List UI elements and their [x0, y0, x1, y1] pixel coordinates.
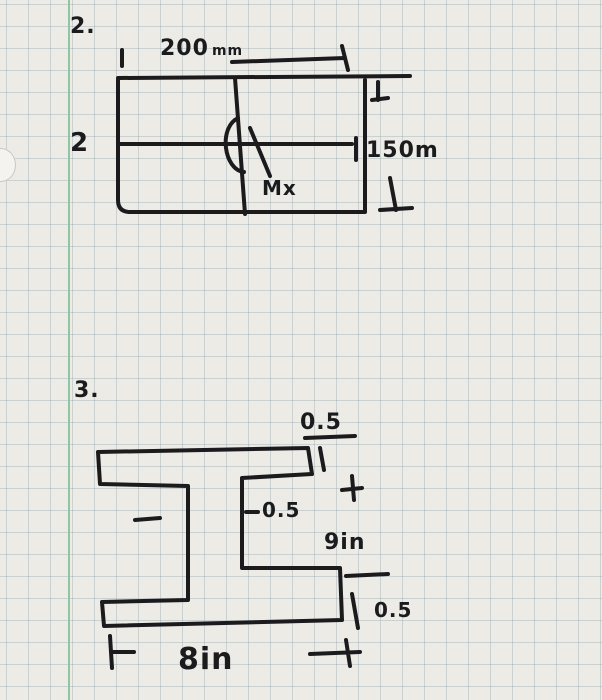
width-dim-line — [230, 56, 347, 64]
flange-dim-tick — [318, 446, 326, 472]
margin-line — [68, 0, 70, 700]
problem3-web-label: 0.5 — [262, 498, 301, 522]
rect-section-outline — [116, 78, 367, 214]
problem2-number: 2. — [70, 14, 96, 39]
web-hatch-mark — [133, 516, 162, 522]
ibeam-outline — [96, 446, 344, 628]
problem2-sketch — [116, 44, 414, 216]
problem2-left-mark: 2 — [70, 128, 90, 158]
problem3-sketch — [96, 434, 390, 670]
width-unit: mm — [211, 43, 244, 59]
width-value: 200 — [160, 36, 209, 61]
height-dim-bottom — [344, 572, 390, 578]
bottom-flange-dim — [350, 592, 360, 630]
moment-arrow — [223, 116, 246, 174]
problem2-height-label: 150m — [366, 138, 439, 163]
problem3-width-label: 8in — [178, 642, 234, 677]
height-dim-top — [370, 80, 390, 102]
height-dim-bottom — [378, 176, 414, 212]
top-line — [116, 74, 412, 80]
binder-hole — [0, 148, 16, 182]
top-dim-line — [303, 434, 357, 440]
problem3-flange-top-label: 0.5 — [300, 410, 342, 435]
problem2-moment-label: Mx — [262, 176, 297, 200]
problem3-height-label: 9in — [324, 530, 366, 555]
width-dim-right-tick — [340, 44, 350, 72]
problem3-flange-bottom-label: 0.5 — [374, 598, 413, 622]
width-dim-right — [308, 638, 362, 668]
problem3-number: 3. — [74, 378, 100, 403]
width-dim-left — [108, 634, 136, 670]
vertical-axis-line — [233, 76, 247, 216]
moment-tail — [248, 126, 272, 178]
height-dim-top — [340, 474, 364, 502]
